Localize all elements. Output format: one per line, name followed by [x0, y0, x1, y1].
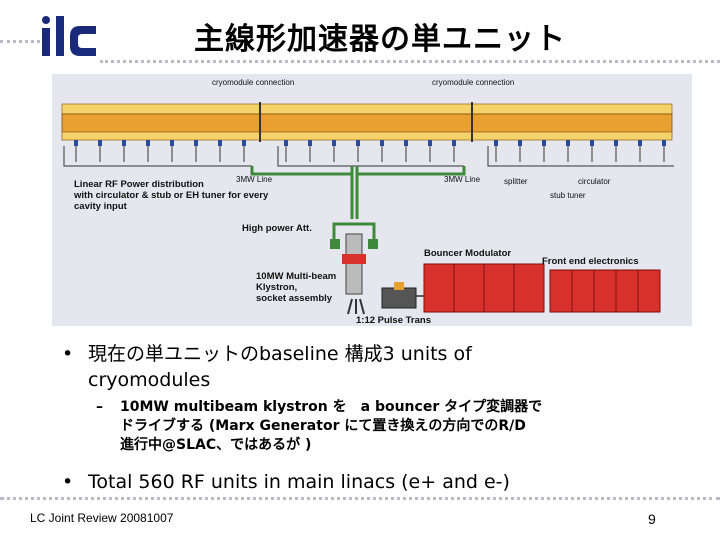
cryomodule-row [61, 102, 673, 146]
pulse-transformer [381, 282, 417, 309]
label-front-end-electronics: Front end electronics [542, 256, 639, 267]
label-klystron-2: Klystron, [256, 282, 297, 293]
footer-text: LC Joint Review 20081007 [30, 511, 174, 525]
bullet-1-line-2: cryomodules [88, 369, 211, 391]
label-rf-distribution-2: with circulator & stub or EH tuner for e… [73, 190, 269, 201]
label-rf-distribution-1: Linear RF Power distribution [74, 179, 204, 190]
rf-unit-diagram: cryomodule connection cryomodule connect… [52, 74, 692, 326]
label-3mw-line-left: 3MW Line [236, 175, 273, 184]
top-dotted-rule-right [100, 60, 720, 63]
bouncer-modulator [423, 263, 545, 313]
high-power-attenuator [332, 222, 376, 239]
bullet-2-text: Total 560 RF units in main linacs (e+ an… [88, 471, 510, 493]
bullet-1: • [62, 342, 73, 366]
sub-bullet-line-2: ドライブする (Marx Generator にて置き換えの方向でのR/D [120, 418, 526, 434]
page-number: 9 [648, 511, 656, 527]
label-cryomodule-connection-right: cryomodule connection [432, 78, 514, 87]
bullet-dot: • [62, 343, 74, 365]
ilc-logo [42, 16, 96, 56]
label-bouncer-modulator: Bouncer Modulator [424, 248, 511, 259]
bullet-2: • [62, 470, 73, 494]
top-dotted-rule-left [0, 40, 40, 43]
label-pulse-trans: 1:12 Pulse Trans [356, 315, 431, 326]
bullet-1-line-1: 現在の単ユニットのbaseline 構成3 units of [88, 343, 472, 365]
label-stub-tuner: stub tuner [550, 191, 586, 200]
label-circulator: circulator [578, 177, 611, 186]
bottom-dotted-rule [0, 497, 720, 500]
label-high-power-att: High power Att. [242, 223, 312, 234]
feed-waveguides [250, 166, 466, 219]
label-splitter: splitter [504, 177, 528, 186]
sub-bullet-line-3: 進行中@SLAC、ではあるが ) [120, 437, 312, 453]
cryo-dividers [259, 102, 473, 142]
label-klystron-3: socket assembly [256, 293, 333, 304]
label-3mw-line-right: 3MW Line [444, 175, 481, 184]
label-cryomodule-connection-left: cryomodule connection [212, 78, 294, 87]
bullet-dot: • [62, 471, 74, 493]
cavity-couplers [74, 140, 666, 146]
klystron [342, 233, 366, 315]
label-klystron-1: 10MW Multi-beam [256, 271, 336, 282]
sub-bullet-dash: – [96, 399, 103, 415]
sub-bullet-line-1: 10MW multibeam klystron を a bouncer タイプ変… [120, 399, 543, 415]
slide-title: 主線形加速器の単ユニット [194, 22, 566, 57]
label-rf-distribution-3: cavity input [74, 201, 128, 212]
front-end-electronics [549, 269, 661, 313]
distribution-waveguides [63, 146, 674, 167]
